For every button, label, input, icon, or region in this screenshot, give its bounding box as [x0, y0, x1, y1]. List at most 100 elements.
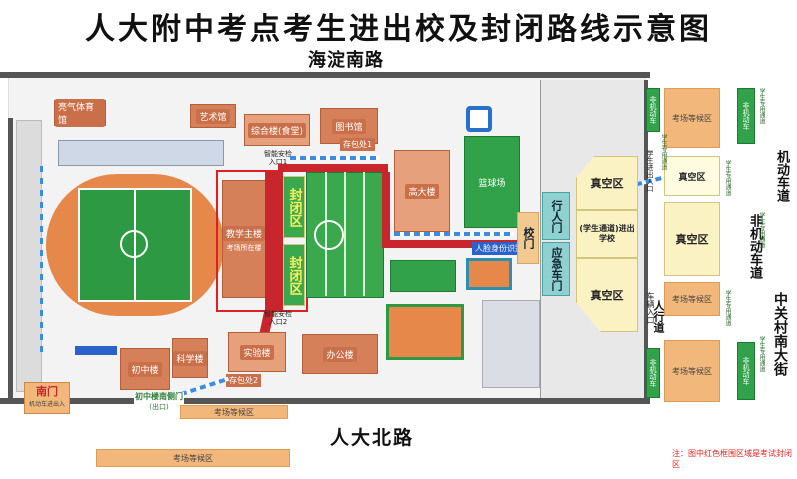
pedestrian-gate[interactable]: 行人门	[542, 192, 570, 240]
waiting-area-east-mid-label: 考场等候区	[672, 294, 712, 304]
bike-lane-2-label: 非机动车	[649, 96, 657, 124]
student-lane-1: 学生专用通道	[758, 88, 765, 126]
canteen-building: 综合楼(食堂)	[244, 114, 310, 146]
student-lane-5: 学生专用通道	[724, 290, 731, 328]
student-entry-text: 学生进出入口	[646, 150, 654, 192]
field-center-line	[134, 188, 136, 302]
south-sport-court	[386, 304, 464, 360]
south-road-label: 人大北路	[330, 427, 415, 449]
legend-note: 注：图中红色框围区域是考试封闭区	[672, 449, 792, 469]
east-main-road-label: 中关村南大街	[772, 292, 788, 376]
vehicle-entry-label: 车辆入口	[646, 292, 656, 326]
waiting-area-northeast: 考场等候区	[664, 88, 720, 148]
bike-lane-2: 非机动车	[646, 88, 660, 132]
science-label: 科学楼	[173, 350, 207, 366]
route-arrows-north	[290, 156, 380, 160]
empty-zone-east-1-label: 真空区	[675, 233, 709, 246]
blue-bench	[75, 346, 117, 355]
student-lane-4: 学生专用通道	[724, 160, 731, 198]
west-wall	[8, 118, 13, 398]
bike-lane-4-label: 非机动车	[649, 359, 657, 387]
emergency-gate[interactable]: 应急车门	[542, 242, 570, 296]
empty-zone-north-label: 真空区	[590, 177, 624, 190]
north-road-label: 海淀南路	[308, 50, 384, 71]
junior-south-gate[interactable]: 初中楼南侧门 (出口)	[134, 392, 184, 426]
pedestrian-gate-label: 行人门	[550, 199, 563, 233]
closed-path-vertical	[382, 172, 390, 248]
bike-lane-3: 非机动车	[737, 342, 755, 400]
office-label: 办公楼	[323, 346, 357, 362]
east-vehicle-road-label: 机动车道	[774, 150, 789, 202]
school-gate-label: 校门	[517, 212, 539, 264]
junior-label: 初中楼	[128, 361, 162, 377]
student-lane-3-text: 学生专用通道	[758, 336, 765, 372]
south-gate-sub-label: 机动车进出入	[28, 401, 65, 408]
security-entrance-1: 智能安检入口1	[264, 150, 292, 166]
arts-building: 艺术馆	[190, 104, 236, 128]
waiting-area-south-2: 考场等候区	[96, 449, 290, 467]
tennis-court	[390, 260, 456, 292]
basketball-court: 篮球场	[464, 136, 520, 228]
emergency-gate-label: 应急车门	[550, 247, 563, 291]
teaching-red-band	[265, 170, 283, 310]
court-label: 篮球场	[478, 178, 506, 189]
office-building: 办公楼	[302, 334, 378, 374]
closed-zone-1: 封闭区	[283, 176, 305, 238]
empty-zone-east-2: 真空区	[664, 156, 720, 196]
student-path: (学生通道)进出学校	[576, 210, 638, 258]
junior-gate-sub-label: (出口)	[149, 403, 169, 411]
junior-building: 初中楼	[120, 348, 170, 390]
student-lane-5-text: 学生专用通道	[724, 290, 731, 326]
closed-zone-1-label: 封闭区	[286, 187, 302, 227]
storage-point-1: 存包处1	[340, 138, 376, 151]
student-lane-4-text: 学生专用通道	[724, 160, 731, 196]
bike-lane-4: 非机动车	[646, 348, 660, 398]
teaching-building: 教学主楼 考场所在楼	[222, 180, 266, 298]
closed-path-horizontal	[382, 240, 518, 248]
scitech-building: 高大楼	[394, 150, 450, 232]
student-lane-2: 学生专用通道	[758, 212, 765, 250]
teaching-label: 教学主楼	[223, 225, 265, 241]
experiment-building: 实验楼	[228, 332, 286, 372]
west-stand	[16, 120, 42, 392]
security-entrance-2: 智能安检入口2	[264, 310, 292, 326]
bike-lane-3-label: 非机动车	[742, 357, 750, 385]
orange-court	[466, 258, 512, 290]
student-path-label: (学生通道)进出学校	[579, 224, 635, 243]
map-title: 人大附中考点考生进出校及封闭路线示意图	[85, 12, 712, 47]
waiting-area-south-1-label: 考场等候区	[214, 407, 254, 417]
bike-lane-1: 非机动车	[737, 88, 755, 144]
empty-zone-south-label: 真空区	[590, 289, 624, 302]
exam-closed-area-outline	[216, 170, 308, 312]
central-field-circle	[314, 220, 344, 250]
school-gate-text: 校门	[522, 227, 535, 249]
canteen-label: 综合楼(食堂)	[247, 122, 307, 138]
waiting-area-east-mid: 考场等候区	[664, 282, 720, 316]
storage-point-2: 存包处2	[226, 374, 262, 387]
experiment-label: 实验楼	[240, 344, 274, 360]
white-dormitory	[482, 300, 540, 388]
student-lane-1-text: 学生专用通道	[758, 88, 765, 124]
student-lane-6-text: 学生专用通道	[660, 134, 667, 170]
east-fence	[644, 80, 648, 402]
empty-zone-south: 真空区	[576, 258, 638, 332]
bike-lane-1-label: 非机动车	[742, 102, 750, 130]
south-gate-label: 南门	[36, 385, 58, 398]
south-gate[interactable]: 南门 机动车进出入	[24, 382, 70, 414]
north-road-strip	[0, 72, 650, 78]
teaching-sub-label: 考场所在楼	[226, 243, 262, 252]
closed-zone-2: 封闭区	[283, 244, 305, 306]
gym-building: 亮气体育馆	[54, 99, 106, 127]
east-sidewalk-label: 人行道	[652, 300, 665, 333]
library-label: 图书馆	[332, 118, 366, 134]
waiting-area-northeast-label: 考场等候区	[672, 113, 712, 123]
arts-label: 艺术馆	[196, 108, 230, 124]
empty-zone-east-1: 真空区	[664, 202, 720, 276]
route-arrows-east	[394, 232, 514, 236]
scitech-label: 高大楼	[405, 183, 439, 199]
waiting-area-southeast: 考场等候区	[664, 340, 720, 402]
gym-label: 亮气体育馆	[55, 99, 105, 127]
closed-zone-2-label: 封闭区	[286, 255, 302, 295]
student-lane-2-text: 学生专用通道	[758, 212, 765, 248]
central-field-line-2	[344, 172, 346, 296]
